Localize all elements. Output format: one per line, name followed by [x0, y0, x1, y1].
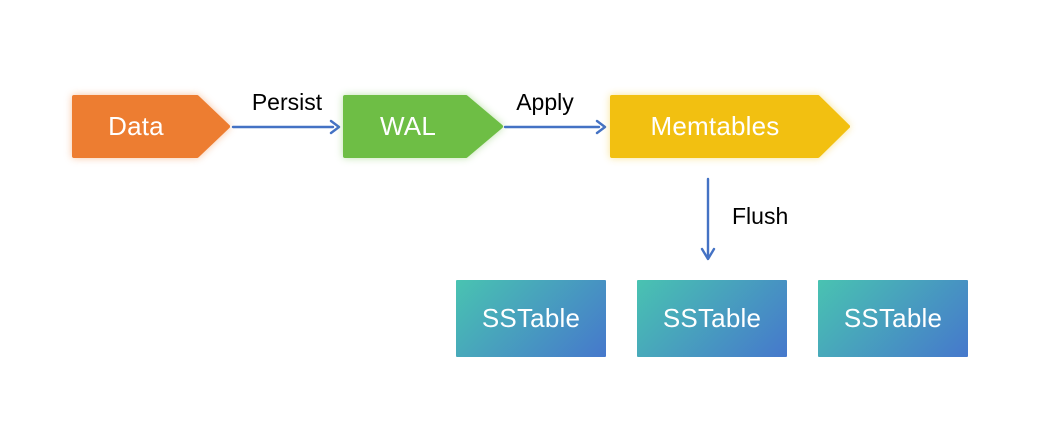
edge-flush-label: Flush: [732, 203, 789, 229]
flush-arrow-icon: [700, 177, 716, 261]
node-sstable-1-label: SSTable: [481, 303, 581, 333]
node-memtables-label: Memtables: [650, 111, 780, 141]
apply-arrow-icon: [503, 119, 607, 135]
node-memtables: Memtables: [610, 95, 850, 158]
node-wal: WAL: [343, 95, 503, 158]
node-sstable-2-label: SSTable: [662, 303, 762, 333]
node-sstable-3: SSTable: [818, 280, 968, 357]
node-sstable-2: SSTable: [637, 280, 787, 357]
node-sstable-1: SSTable: [456, 280, 606, 357]
edge-persist-label: Persist: [251, 89, 323, 115]
node-sstable-3-label: SSTable: [843, 303, 943, 333]
pentagon-arrow-shape: [610, 95, 850, 158]
node-wal-label: WAL: [380, 111, 436, 141]
pentagon-arrow-shape: [72, 95, 230, 158]
node-data: Data: [72, 95, 230, 158]
pentagon-arrow-shape: [343, 95, 503, 158]
edge-apply-label: Apply: [516, 89, 574, 115]
persist-arrow-icon: [231, 119, 341, 135]
node-data-label: Data: [108, 111, 164, 141]
